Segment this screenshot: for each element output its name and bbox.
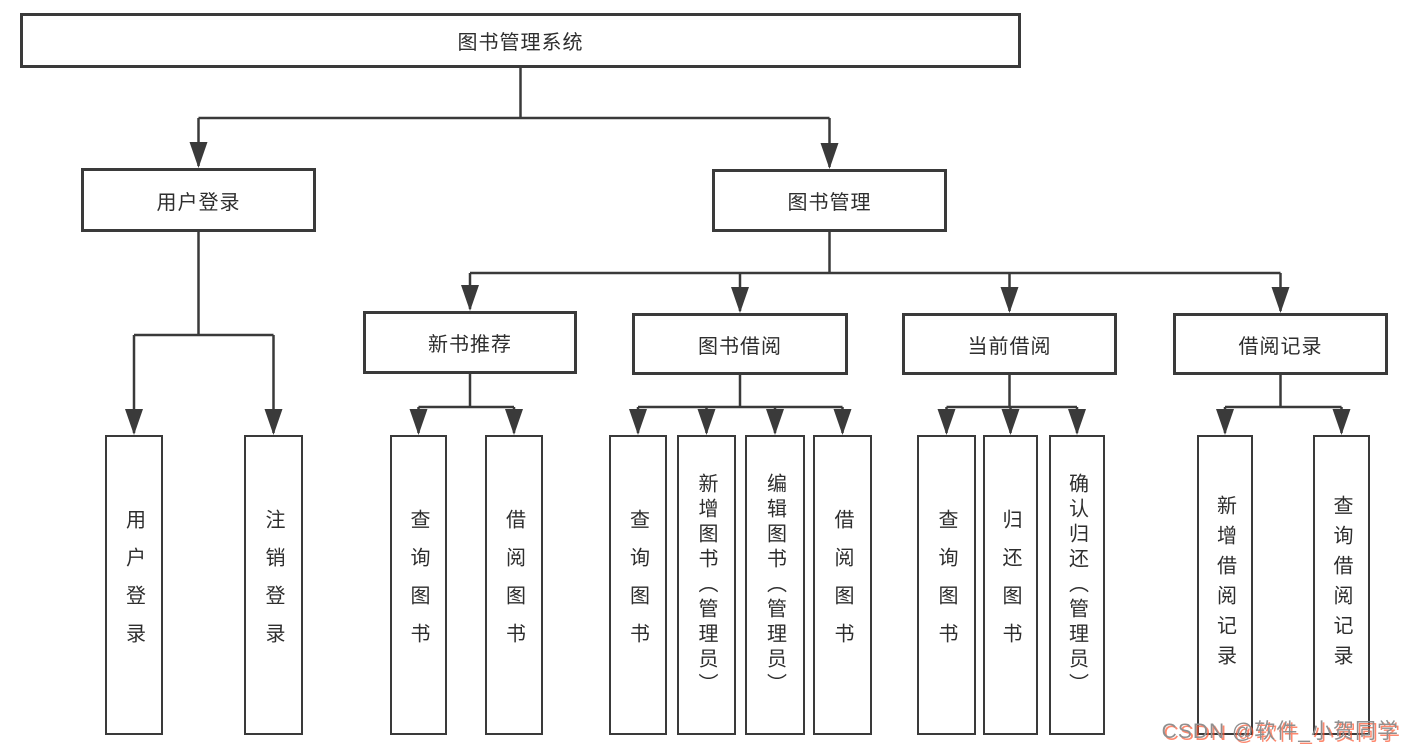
node-mgmt: 图书管理 xyxy=(712,169,947,232)
node-label: 确认归还（管理员） xyxy=(1065,472,1088,698)
node-cb-query: 查询图书 xyxy=(917,435,976,735)
node-label: 查询图书 xyxy=(935,509,957,661)
watermark: CSDN @软件_小贺同学 xyxy=(1161,720,1399,743)
node-label: 归还图书 xyxy=(999,509,1021,661)
node-label: 借阅记录 xyxy=(1238,335,1323,358)
node-borrow: 图书借阅 xyxy=(632,313,848,375)
node-label: 编辑图书（管理员） xyxy=(763,472,786,698)
node-label: 用户登录 xyxy=(156,191,241,214)
node-label: 注销登录 xyxy=(262,509,284,661)
node-root: 图书管理系统 xyxy=(20,13,1021,68)
node-cb-confirm: 确认归还（管理员） xyxy=(1049,435,1105,735)
node-leaf-login: 用户登录 xyxy=(105,435,163,735)
node-label: 新增借阅记录 xyxy=(1213,495,1236,675)
node-nb-query: 查询图书 xyxy=(390,435,447,735)
node-label: 图书借阅 xyxy=(698,335,782,358)
node-label: 当前借阅 xyxy=(967,335,1052,358)
node-nb-borrow: 借阅图书 xyxy=(485,435,543,735)
node-newbook: 新书推荐 xyxy=(363,311,577,374)
node-bb-borrow: 借阅图书 xyxy=(813,435,872,735)
node-bb-add: 新增图书（管理员） xyxy=(677,435,736,735)
node-label: 图书管理系统 xyxy=(457,32,584,54)
node-label: 新增图书（管理员） xyxy=(695,472,717,698)
node-record: 借阅记录 xyxy=(1173,313,1388,375)
node-leaf-logout: 注销登录 xyxy=(244,435,303,735)
node-label: 借阅图书 xyxy=(831,509,853,661)
node-cb-return: 归还图书 xyxy=(983,435,1038,735)
node-current: 当前借阅 xyxy=(902,313,1117,375)
node-label: 查询借阅记录 xyxy=(1330,495,1352,675)
node-bb-edit: 编辑图书（管理员） xyxy=(745,435,805,735)
node-label: 图书管理 xyxy=(787,192,872,214)
node-label: 新书推荐 xyxy=(428,334,512,356)
node-br-query: 查询借阅记录 xyxy=(1313,435,1370,735)
node-label: 查询图书 xyxy=(626,509,649,661)
node-label: 查询图书 xyxy=(407,509,429,661)
node-label: 借阅图书 xyxy=(502,509,525,661)
node-bb-query: 查询图书 xyxy=(609,435,667,735)
node-login: 用户登录 xyxy=(81,168,316,232)
node-br-add: 新增借阅记录 xyxy=(1197,435,1253,735)
node-label: 用户登录 xyxy=(122,509,145,661)
